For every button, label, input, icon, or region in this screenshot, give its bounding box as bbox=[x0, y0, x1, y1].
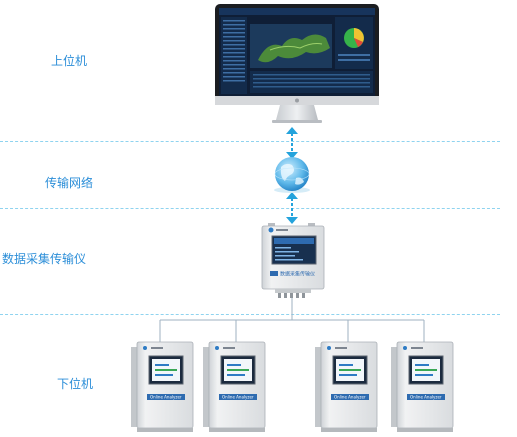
analyzer-name-2: Online Analyzer bbox=[222, 395, 254, 400]
level-label-upper: 上位机 bbox=[51, 54, 88, 68]
monitor-stand bbox=[276, 105, 318, 120]
analyzer-name-1: Online Analyzer bbox=[150, 395, 182, 400]
level-label-acquisition: 数据采集传输仪 bbox=[2, 252, 87, 266]
acquisition-device: 数据采集传输仪 bbox=[261, 223, 325, 298]
bus-lines bbox=[159, 298, 425, 345]
separator-line-2 bbox=[0, 208, 500, 209]
double-arrow-icon bbox=[286, 192, 298, 224]
device-screen-title: 数据采集传输仪 bbox=[280, 271, 315, 278]
analyzer-name-3: Online Analyzer bbox=[334, 395, 366, 400]
level-label-lower: 下位机 bbox=[57, 377, 94, 391]
separator-line-3 bbox=[0, 314, 500, 315]
analyzer-cabinet-2: Online Analyzer bbox=[203, 341, 266, 432]
level-label-network: 传输网络 bbox=[45, 176, 94, 190]
analyzer-cabinet-4: Online Analyzer bbox=[391, 341, 454, 432]
analyzer-cabinet-3: Online Analyzer bbox=[315, 341, 378, 432]
globe-icon bbox=[274, 157, 310, 193]
double-arrow-icon bbox=[286, 127, 298, 159]
analyzer-cabinet-1: Online Analyzer bbox=[131, 341, 194, 432]
monitor bbox=[215, 4, 379, 123]
separator-line-1 bbox=[0, 141, 500, 142]
map-region bbox=[258, 34, 330, 63]
analyzer-name-4: Online Analyzer bbox=[410, 395, 442, 400]
